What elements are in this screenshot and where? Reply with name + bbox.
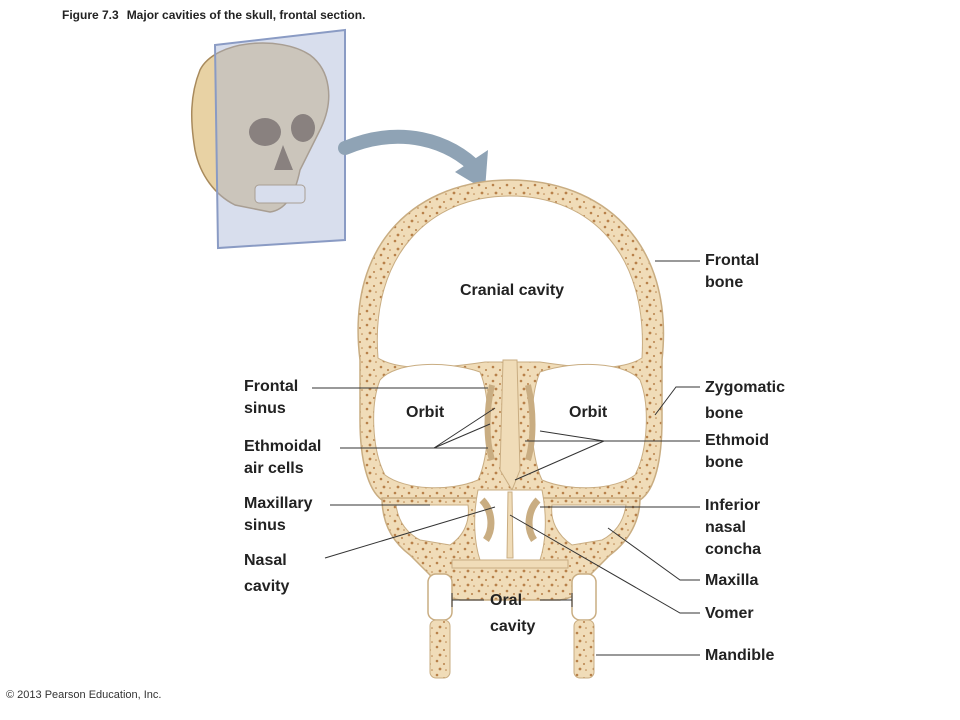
skull-section [357,179,665,679]
label-inferior-nasal-concha: Inferior nasal concha [705,495,761,561]
right-maxillary-sinus-shape [551,504,627,546]
label-nasal-line2: cavity [244,578,290,595]
label-ethmoid-bone: Ethmoid bone [705,430,769,474]
label-cranial-cavity: Cranial cavity [460,282,565,299]
copyright-notice: © 2013 Pearson Education, Inc. [6,689,162,701]
label-maxillary-line2: sinus [244,517,286,534]
label-zygomatic-bone-line1: Zygomatic [705,379,786,396]
leader-nasal-cavity [324,506,496,559]
label-maxillary-line1: Maxillary [244,495,313,512]
label-maxilla: Maxilla [705,572,759,589]
right-tooth [571,573,597,621]
figure-title: Major cavities of the skull, frontal sec… [126,8,366,22]
label-orbit-left: Orbit [406,404,445,421]
label-frontal-sinus: Frontal sinus [244,376,298,420]
label-nasal-line1: Nasal [244,552,287,569]
ethmoid-shape [499,359,521,492]
right-orbit-shape [531,364,647,489]
left-tooth [427,573,453,621]
label-frontal-bone: Frontal bone [705,250,759,294]
leader-zygomatic-bone [654,386,700,416]
leader-vomer [509,514,700,614]
right-mandible-shape [573,619,595,679]
left-maxillary-sinus-shape [395,504,469,546]
figure-caption: Figure 7.3 Major cavities of the skull, f… [62,8,365,22]
label-ethmoidal-line2: air cells [244,460,304,477]
label-concha-line3: concha [705,541,762,558]
label-frontal-sinus-line2: sinus [244,400,286,417]
label-zygomatic-bone-line2: bone [705,405,744,422]
label-oral-line2: cavity [490,618,536,635]
label-concha-line1: Inferior [705,497,761,514]
left-orbit-shape [373,364,489,489]
label-frontal-sinus-line1: Frontal [244,378,299,395]
label-frontal-bone-line2: bone [705,274,744,291]
label-mandible: Mandible [705,647,775,664]
vomer-shape [506,491,514,559]
left-mandible-shape [429,619,451,679]
label-ethmoid-bone-line2: bone [705,454,744,471]
leader-lines [312,260,700,656]
figure-number: Figure 7.3 [62,8,119,22]
label-ethmoid-bone-line1: Ethmoid [705,432,769,449]
leader-maxilla [607,527,700,581]
label-ethmoidal-line1: Ethmoidal [244,438,322,455]
label-maxillary-sinus: Maxillary sinus [244,493,312,537]
frontal-plane [213,28,346,250]
curved-arrow [338,129,485,177]
label-oral-cavity: Oral cavity [490,588,535,640]
label-frontal-bone-line1: Frontal [705,252,760,269]
label-nasal-cavity: Nasal cavity [244,548,289,600]
label-zygomatic-bone: Zygomatic bone [705,375,785,427]
label-orbit-right: Orbit [569,404,608,421]
cranial-cavity-shape [376,195,643,368]
label-oral-line1: Oral [490,592,523,609]
label-vomer: Vomer [705,605,754,622]
skull-thumbnail [190,28,346,250]
label-ethmoidal-air-cells: Ethmoidal air cells [244,436,321,480]
label-concha-line2: nasal [705,519,746,536]
